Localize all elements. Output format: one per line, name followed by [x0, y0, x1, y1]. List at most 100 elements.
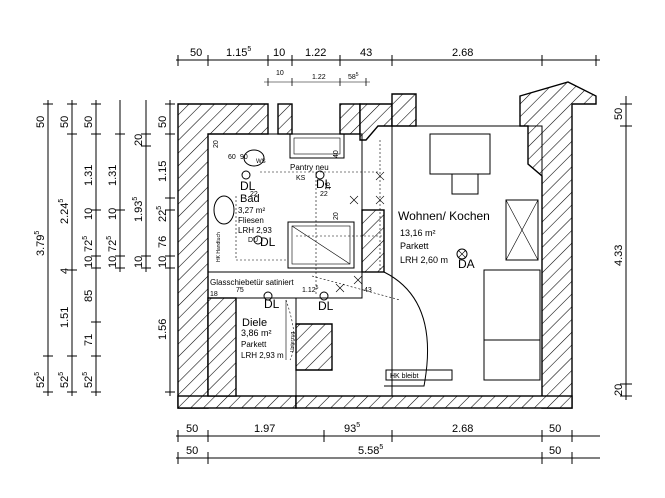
room-floor: Parkett: [400, 241, 429, 251]
unterzug-label: Unterzug: [290, 331, 296, 352]
dim-left1-3: 525: [34, 372, 47, 388]
kitchen-chair: [451, 173, 479, 195]
dim-top2-2: 1.22: [312, 74, 326, 81]
dim-left6-6: 1.56: [157, 319, 169, 340]
wall-top-right: [391, 93, 417, 127]
outlet-markers: [335, 171, 385, 293]
dim-bot2-1: 50: [186, 445, 198, 457]
room-height: LRH 2,60 m: [400, 255, 448, 265]
pantry-unit: [289, 133, 345, 159]
dim-left5-2: 1.935: [132, 197, 145, 222]
dim-left6-1: 50: [157, 116, 169, 128]
pantry-label: Pantry neu: [290, 163, 329, 172]
wall-right: [519, 81, 597, 409]
dim-inner-6: 16: [325, 182, 332, 190]
dim-right-2: 4.33: [613, 245, 625, 266]
dim-left5-1: 20: [133, 134, 145, 146]
dim-left4-4: 10: [107, 256, 119, 268]
dim-bot-2: 1.97: [254, 423, 275, 435]
wall-diele-left: [207, 297, 237, 397]
dim-top-3: 10: [273, 47, 285, 59]
wall-bath-partition: [361, 209, 385, 273]
dim-left2-5: 525: [58, 372, 71, 388]
dim-top2-3: 585: [348, 72, 359, 81]
door-arc-diele: [285, 299, 295, 361]
room-outlines: [207, 125, 543, 397]
glass-door-label: Glasschiebetür satiniert: [210, 278, 294, 287]
wall-top-mid-2: [339, 103, 361, 135]
dim-top-4: 1.22: [305, 47, 326, 59]
du-label: DU: [248, 237, 258, 244]
dl-label: DL: [260, 235, 276, 249]
dim-left3-8: 525: [82, 372, 95, 388]
wall-diele-right: [295, 323, 333, 371]
dim-inner-12: 18: [210, 291, 218, 298]
dim-left4-1: 1.31: [107, 165, 119, 186]
dim-top-5: 43: [360, 47, 372, 59]
dim-right-3: 20: [613, 384, 625, 396]
room-name: Bad: [240, 193, 260, 205]
dim-left2-3: 4: [59, 268, 71, 274]
dim-bot-3: 935: [344, 422, 360, 435]
dim-left6-3: 225: [156, 206, 169, 222]
ceiling-light-icon: [315, 170, 325, 180]
heater-box[interactable]: [385, 369, 453, 381]
dim-top-2: 1.155: [226, 46, 251, 59]
dim-left4-2: 10: [107, 208, 119, 220]
room-height: LRH 2,93 m: [241, 351, 284, 360]
dim-inner-2: 90: [240, 154, 248, 161]
dim-top-1: 50: [190, 47, 202, 59]
room-name: Diele: [242, 317, 267, 329]
bathtub: [287, 221, 355, 269]
room-height: LRH 2,93: [238, 226, 272, 235]
dim-bot-5: 50: [549, 423, 561, 435]
door-arc-main: [383, 271, 428, 387]
misc-labels: Pantry neu KS DL DL DL DL DL DA DU Glass…: [210, 159, 475, 380]
dim-bot-4: 2.68: [452, 423, 473, 435]
kitchen-table: [429, 133, 491, 175]
dim-inner-11: 43: [364, 287, 372, 294]
dim-left6-4: 76: [157, 236, 169, 248]
dim-left3-1: 50: [83, 116, 95, 128]
room-label-diele: Diele 3,86 m² Parkett LRH 2,93 m: [241, 317, 284, 360]
dim-inner-10: 1.125: [302, 285, 319, 294]
da-label: DA: [458, 257, 475, 271]
wardrobe: [505, 199, 539, 261]
dim-top-6: 2.68: [452, 47, 473, 59]
dim-bot2-2: 5.585: [358, 444, 383, 457]
dim-left3-2: 1.31: [83, 165, 95, 186]
room-area: 13,16 m²: [400, 228, 436, 238]
room-label-wohnen: Wohnen/ Kochen 13,16 m² Parkett LRH 2,60…: [398, 209, 490, 265]
ceiling-light-icon: [253, 235, 263, 245]
dim-left1-2: 3.795: [34, 231, 47, 256]
dimension-lines: [43, 55, 632, 464]
dim-inner-7: 22: [320, 191, 328, 198]
dl-label: DL: [318, 299, 334, 313]
hk-label[interactable]: HK bleibt: [390, 373, 418, 380]
dim-left3-4: 725: [82, 236, 95, 252]
wall-bottom-right: [295, 395, 573, 409]
room-area: 3,27 m²: [238, 206, 265, 215]
dim-left3-3: 10: [83, 208, 95, 220]
dim-left3-5: 10: [83, 256, 95, 268]
dl-label: DL: [240, 179, 256, 193]
ceiling-light-icon: [263, 291, 273, 301]
dim-bot-1: 50: [186, 423, 198, 435]
ks-label: KS: [296, 175, 306, 182]
wall-top-mid-1: [277, 103, 293, 135]
wall-top-mid-3: [359, 103, 393, 141]
ceiling-light-icon: [319, 291, 329, 301]
dimension-labels: 50 1.155 10 1.22 43 2.68 10 1.22 585 50 …: [34, 46, 625, 457]
dim-left3-6: 85: [83, 290, 95, 302]
room-floor: Fliesen: [238, 216, 264, 225]
room-area: 3,86 m²: [241, 328, 272, 338]
dim-inner-5: 22: [250, 191, 258, 198]
walls: [177, 81, 597, 409]
room-label-bad: Bad 3,27 m² Fliesen LRH 2,93: [238, 193, 272, 235]
ws-label: WS: [256, 159, 266, 165]
dim-left3-7: 71: [83, 334, 95, 346]
washbasin: [243, 149, 265, 167]
dim-left2-4: 1.51: [59, 307, 71, 328]
bed: [483, 269, 541, 381]
